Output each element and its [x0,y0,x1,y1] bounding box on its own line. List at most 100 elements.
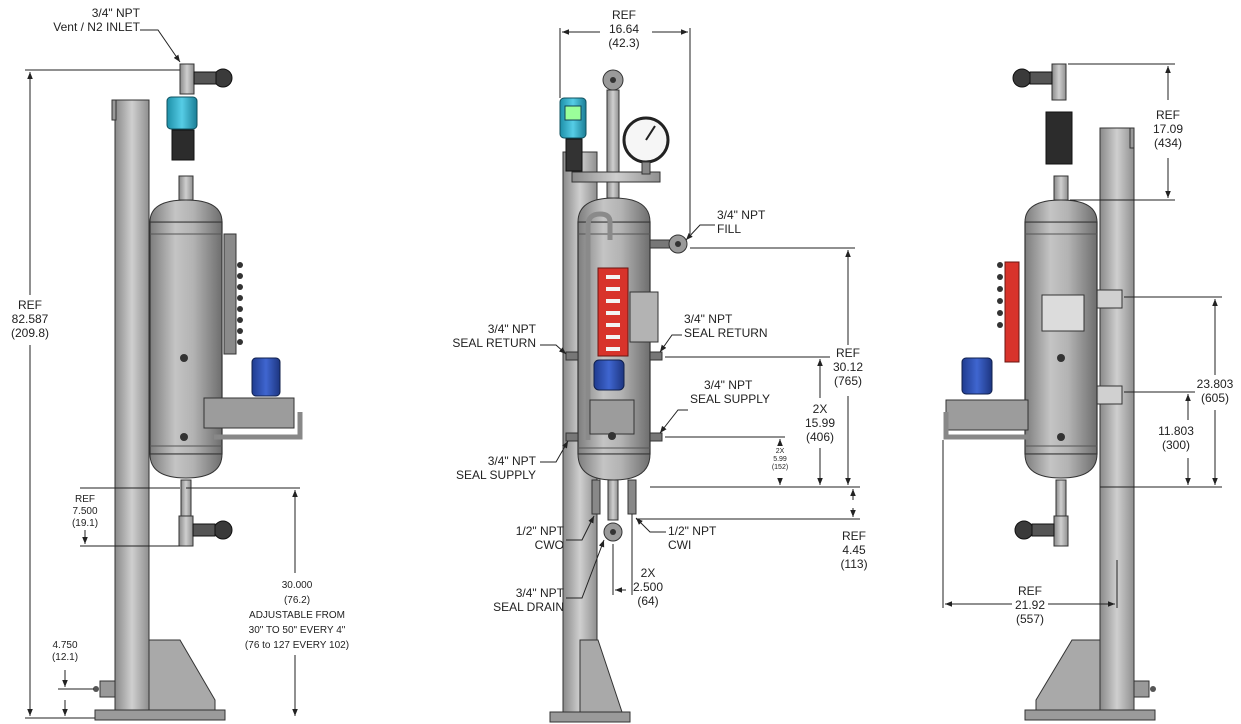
bottom-valve-ref: REF [75,494,95,505]
right-upper-bracket [1095,289,1123,309]
center-cross-pipe [571,171,661,183]
center-gauge-cover [629,291,659,343]
center-port-supply-left [565,432,579,442]
right-lug-bolt [1150,686,1156,692]
lower-bracket-in: 11.803 [1158,424,1194,438]
right-top-mm: (434) [1153,136,1182,150]
small-spacing-in: 5.99 [773,456,787,463]
center-width-ref: REF [612,8,636,22]
right-support-column [1099,127,1135,713]
adjustable-height-in: 30.000 [281,580,313,591]
seal-supply-right-text: SEAL SUPPLY [690,392,771,406]
center-port-return-right [649,351,663,361]
right-column-flange [1129,127,1135,149]
right-lower-bracket [1095,385,1123,405]
fill-port-size: 3/4" NPT [717,208,766,222]
center-cwo-leader [566,515,595,541]
drain-offset-ref: REF [842,529,866,543]
right-bottom-handwheel [1014,520,1034,540]
bottom-valve-in: 7.500 [72,506,98,517]
right-tank-top-head [1024,199,1098,223]
right-top-ref: REF [1156,108,1180,122]
vent-callout-text: Vent / N2 INLET [53,20,140,34]
adjustable-height-mm: (76.2) [283,595,311,606]
seal-return-right-size: 3/4" NPT [684,312,733,326]
fill-height-in: 30.12 [832,360,864,374]
center-view [540,28,860,723]
left-gusset [148,639,216,713]
cwi-text: CWI [668,538,692,552]
right-top-valve-bonnet [1029,71,1053,85]
center-fill-valve-center [675,241,681,247]
center-width-mm: (42.3) [608,36,640,50]
right-view [942,63,1222,721]
left-tank-bottom-head [149,453,223,479]
center-drain-valve-center [610,529,616,535]
center-blue-transmitter [593,359,625,391]
right-width-in: 21.92 [1014,598,1046,612]
right-base-plate [1024,709,1156,721]
right-width-mm: (557) [1015,612,1044,626]
right-vent-valve [1051,63,1067,101]
left-bottom-nozzle [180,479,192,517]
right-red-level-gauge [1004,261,1020,363]
left-cooling-loop [214,412,303,440]
overall-height-dim: REF 82.587 (209.8) [2,298,58,340]
center-return-right-leader [659,334,682,353]
right-ground-lug [1133,680,1150,698]
bottom-valve-dim: REF 7.500 (19.1) [62,494,108,530]
center-manifold [589,399,635,435]
vent-callout-size: 3/4" NPT [91,6,140,20]
right-blue-transmitter [961,357,993,395]
right-cooling-loop [943,412,1030,440]
seal-return-left-text: SEAL RETURN [452,336,536,350]
port-spacing-dim: 2X 15.99 (406) [794,402,846,444]
left-base-plate [94,709,226,721]
adjustable-note-3: (76 to 127 EVERY 102) [244,640,350,651]
center-gusset [579,639,623,713]
center-width-dim: REF 16.64 (42.3) [596,8,652,50]
left-bottom-handwheel [213,520,233,540]
right-tank-port-lower [1057,433,1065,441]
right-tank-bottom-head [1024,453,1098,479]
center-manifold-port [608,432,616,440]
center-supply-right-leader [659,409,688,434]
left-tank-top-head [149,199,223,223]
fill-port-callout: 3/4" NPT FILL [717,208,765,236]
cwi-callout: 1/2" NPT CWI [668,524,716,552]
left-gauge-bolts [237,262,243,345]
right-top-dim: REF 17.09 (434) [1140,108,1196,150]
center-bypass-tube [585,211,613,440]
cwo-text: CWO [534,538,564,552]
center-width-in: 16.64 [608,22,640,36]
center-port-return-left [565,351,579,361]
base-offset-dim: 4.750 (12.1) [42,640,88,664]
left-transmitter [251,357,281,397]
fill-height-mm: (765) [833,374,862,388]
adjustable-note-2: 30" TO 50" EVERY 4" [248,625,346,636]
center-return-left-leader [540,344,567,355]
vent-callout: 3/4" NPT Vent / N2 INLET [40,6,140,34]
left-bottom-valve-bonnet [192,523,216,537]
overall-height-mm: (209.8) [10,326,50,340]
left-bottom-valve [178,515,194,547]
right-bottom-valve-bonnet [1031,523,1055,537]
lower-bracket-dim: 11.803 (300) [1150,424,1202,452]
center-drain-pipe [607,479,619,521]
right-gauge-bolts [997,262,1003,328]
left-top-nozzle [178,175,194,201]
center-gauge-needle [645,125,656,141]
center-gauge-windows [606,275,620,351]
left-vent-leader [140,29,181,63]
upper-bracket-mm: (605) [1200,391,1229,405]
drain-offset-in: 4.45 [842,543,866,557]
right-width-ref: REF [1018,584,1042,598]
seal-return-right-callout: 3/4" NPT SEAL RETURN [684,312,768,340]
center-fill-leader [685,224,715,241]
left-cyan-transmitter [166,96,198,130]
port-spacing-mm: (406) [805,430,834,444]
left-ground-lug [99,680,116,698]
drain-offset-mm: (113) [840,557,868,571]
seal-return-left-size: 3/4" NPT [487,322,536,336]
right-top-nozzle [1053,175,1069,201]
